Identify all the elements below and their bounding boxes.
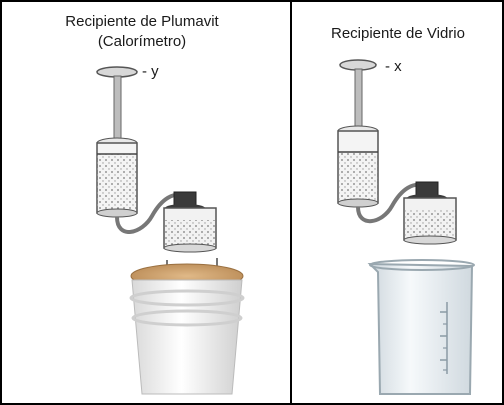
foam-cup-calorimeter-icon [129,258,245,395]
syringe-icon [96,66,138,218]
panel-title: Recipiente de Plumavit [65,13,219,30]
vidrio-apparatus [337,59,475,395]
glass-beaker-icon [367,259,475,395]
panel-plumavit: Recipiente de Plumavit (Calorímetro) - y [2,2,292,403]
variable-label-y: - y [142,63,159,80]
plumavit-apparatus [96,66,245,395]
connecting-tube [356,182,425,224]
panel-title: Recipiente de Vidrio [331,25,465,42]
gas-bottle-icon [403,181,457,245]
panel-subtitle: (Calorímetro) [97,33,187,50]
variable-label-x: - x [385,58,402,75]
syringe-icon [337,59,379,208]
gas-bottle-icon [163,191,217,253]
panel-vidrio: Recipiente de Vidrio - x [292,2,504,403]
